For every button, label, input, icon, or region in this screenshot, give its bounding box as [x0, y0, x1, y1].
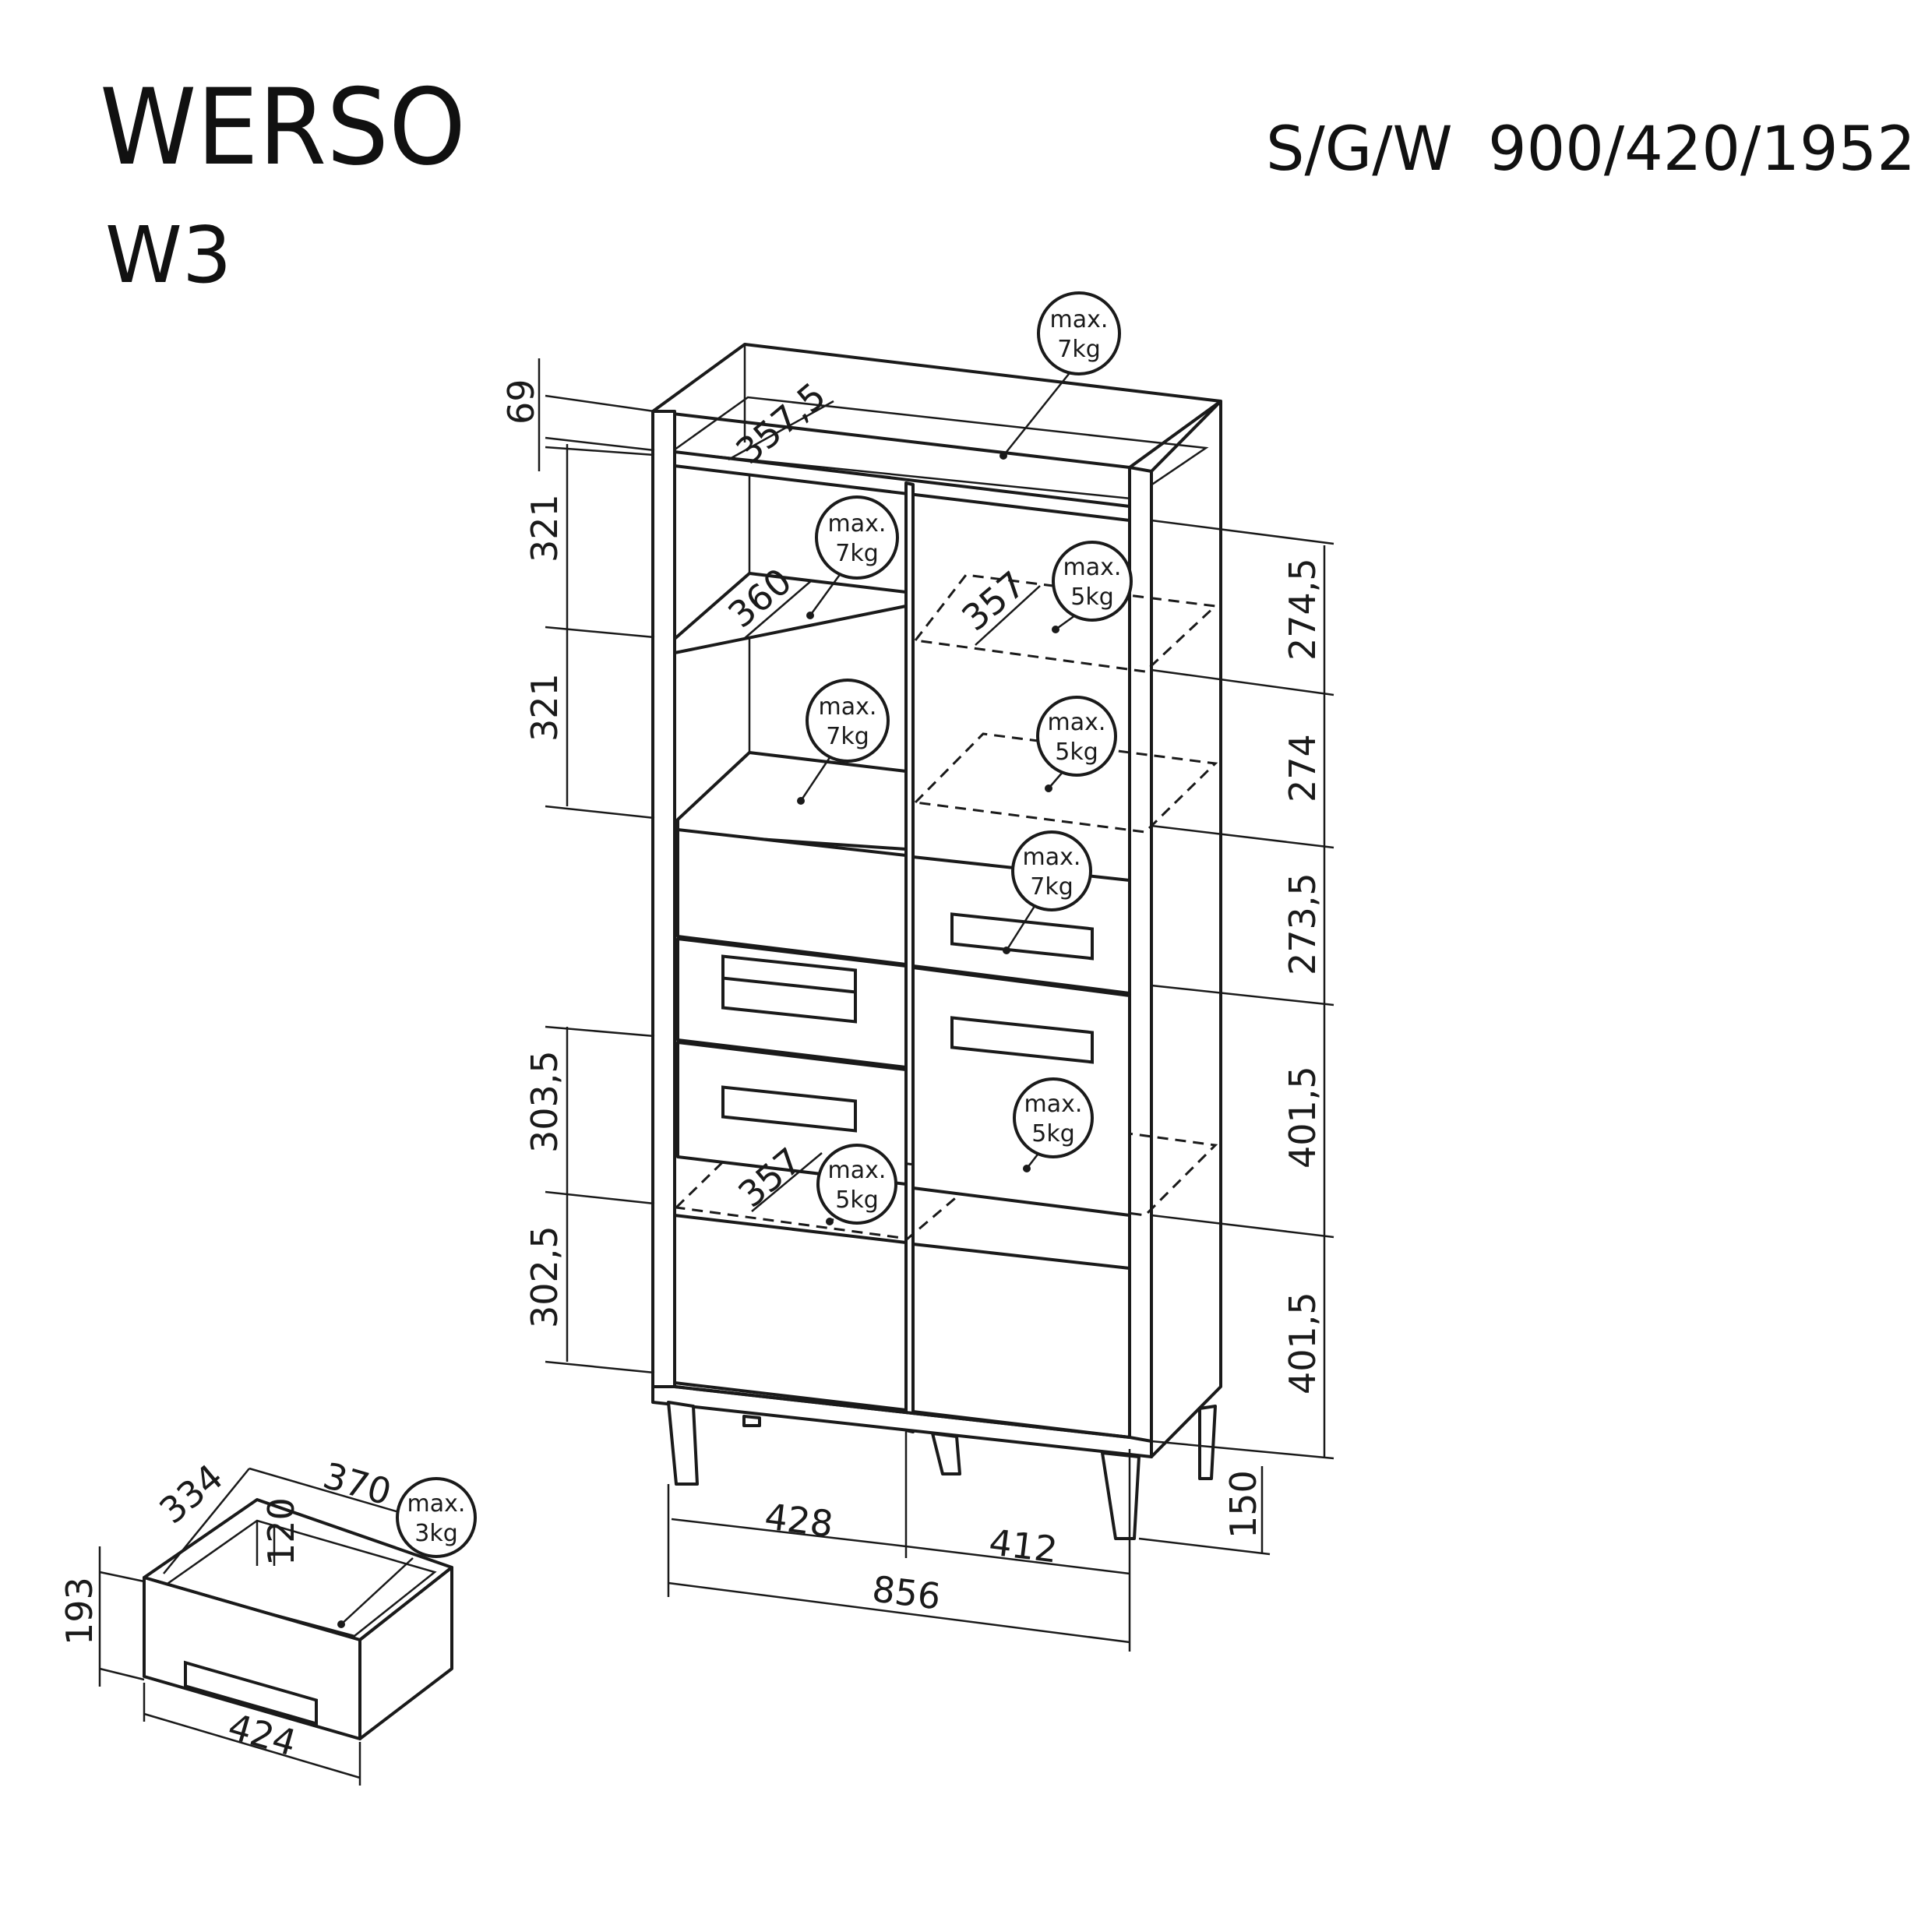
svg-text:max.: max.: [1024, 1091, 1083, 1118]
dim-width-right: 412: [987, 1521, 1060, 1571]
dim-right-gap-2: 274: [1282, 734, 1324, 802]
dim-right-gap-5: 401,5: [1282, 1292, 1324, 1394]
right-dimension-lines: [1138, 519, 1334, 1556]
right-shelf-1: [913, 573, 1218, 673]
drawer-side: [358, 1566, 453, 1740]
dims-value: 900/420/1952: [1488, 115, 1916, 185]
svg-text:max.: max.: [828, 1157, 887, 1184]
dim-right-gap-4: 401,5: [1282, 1066, 1324, 1169]
left-side-panel: [651, 410, 676, 1388]
dim-drawer-inner-width: 370: [319, 1454, 396, 1514]
left-shelf-depth-arrow: [743, 580, 813, 640]
load-badge-left-shelf-2: max. 7kg: [797, 679, 890, 805]
cabinet: [651, 343, 1222, 1540]
leg-back-left: [742, 1415, 761, 1427]
right-side-depth: [1150, 400, 1222, 1458]
right-upper-door: [911, 966, 1131, 1217]
model-code: W3: [105, 210, 232, 301]
svg-text:max.: max.: [1048, 709, 1106, 736]
left-shelf-3: [673, 1144, 989, 1240]
dim-drawer-depth: 334: [151, 1456, 231, 1532]
load-badge-left-shelf-3: max. 5kg: [816, 1144, 897, 1225]
leg-front-left: [667, 1401, 699, 1486]
right-shelf-depth-arrow: [975, 585, 1041, 646]
dim-leg-height: 150: [1222, 1470, 1264, 1539]
load-badge-max: max.: [1050, 306, 1109, 333]
product-name: WERSO: [100, 66, 466, 189]
dim-top-rim: 69: [500, 379, 542, 425]
load-badge-kg: 7kg: [1057, 336, 1101, 363]
left-drawer-2-handle[interactable]: [721, 976, 857, 1024]
load-badge-left-shelf-1: max. 7kg: [806, 495, 899, 619]
load-badge-right-shelf-2: max. 5kg: [1036, 696, 1117, 792]
leg-back-right: [1198, 1405, 1217, 1480]
dim-drawer-front-height: 193: [58, 1577, 100, 1645]
dim-right-shelf-depth: 357: [954, 563, 1033, 640]
load-badge-right-shelf-3: max. 5kg: [1013, 1077, 1094, 1172]
bottom-dimension-lines: [667, 1432, 1131, 1652]
left-shelf-1: [673, 572, 908, 654]
svg-text:3kg: 3kg: [414, 1520, 458, 1547]
leg-front-right: [1101, 1451, 1141, 1540]
dim-left-upper-gap-1: 321: [524, 494, 566, 562]
svg-text:max.: max.: [828, 510, 887, 538]
dim-left-lower-gap-1: 303,5: [524, 1050, 566, 1153]
svg-text:5kg: 5kg: [1070, 583, 1114, 611]
right-side-panel: [1128, 466, 1153, 1458]
top-shelf: [673, 450, 1131, 522]
load-badge-right-shelf-1: max. 5kg: [1052, 541, 1133, 633]
dim-right-gap-1: 274,5: [1282, 558, 1324, 661]
right-door-handle[interactable]: [950, 1016, 1094, 1064]
load-badge-drawer: max. 3kg: [337, 1477, 477, 1628]
drawer-detail: [98, 1467, 453, 1786]
svg-text:5kg: 5kg: [835, 1186, 879, 1214]
dims-label: S/G/W: [1266, 115, 1453, 185]
lower-shelf-depth-arrow: [751, 1152, 823, 1212]
svg-text:max.: max.: [1063, 554, 1122, 581]
drawer-handle[interactable]: [184, 1660, 318, 1726]
right-shelf-2: [912, 732, 1218, 834]
top-depth-arrow: [728, 400, 834, 461]
dim-right-gap-3: 273,5: [1282, 873, 1324, 975]
svg-text:7kg: 7kg: [835, 540, 879, 567]
svg-text:5kg: 5kg: [1031, 1120, 1075, 1148]
left-bottom-door: [673, 1214, 908, 1412]
left-drawer-3-handle[interactable]: [721, 1085, 857, 1133]
dim-left-lower-gap-2: 302,5: [524, 1225, 566, 1328]
svg-text:5kg: 5kg: [1055, 739, 1098, 766]
dim-width-total: 856: [870, 1567, 943, 1617]
svg-text:max.: max.: [819, 693, 877, 721]
load-badge-top: max. 7kg: [999, 291, 1121, 460]
svg-text:max.: max.: [1023, 844, 1081, 871]
cabinet-top-opening: [668, 396, 1209, 500]
right-bottom-door: [911, 1243, 1131, 1439]
dim-drawer-inner-height: 120: [260, 1497, 302, 1566]
svg-text:7kg: 7kg: [826, 723, 869, 750]
dim-left-upper-gap-2: 321: [524, 673, 566, 742]
load-badge-right-drawer: max. 7kg: [1003, 830, 1092, 954]
svg-text:7kg: 7kg: [1030, 873, 1074, 901]
leg-back-center: [931, 1432, 961, 1475]
dim-width-left: 428: [763, 1495, 836, 1545]
base-line: [673, 1385, 1131, 1439]
svg-text:max.: max.: [407, 1490, 466, 1518]
left-dimension-lines: [538, 358, 655, 1374]
right-drawer-handle[interactable]: [950, 912, 1094, 961]
